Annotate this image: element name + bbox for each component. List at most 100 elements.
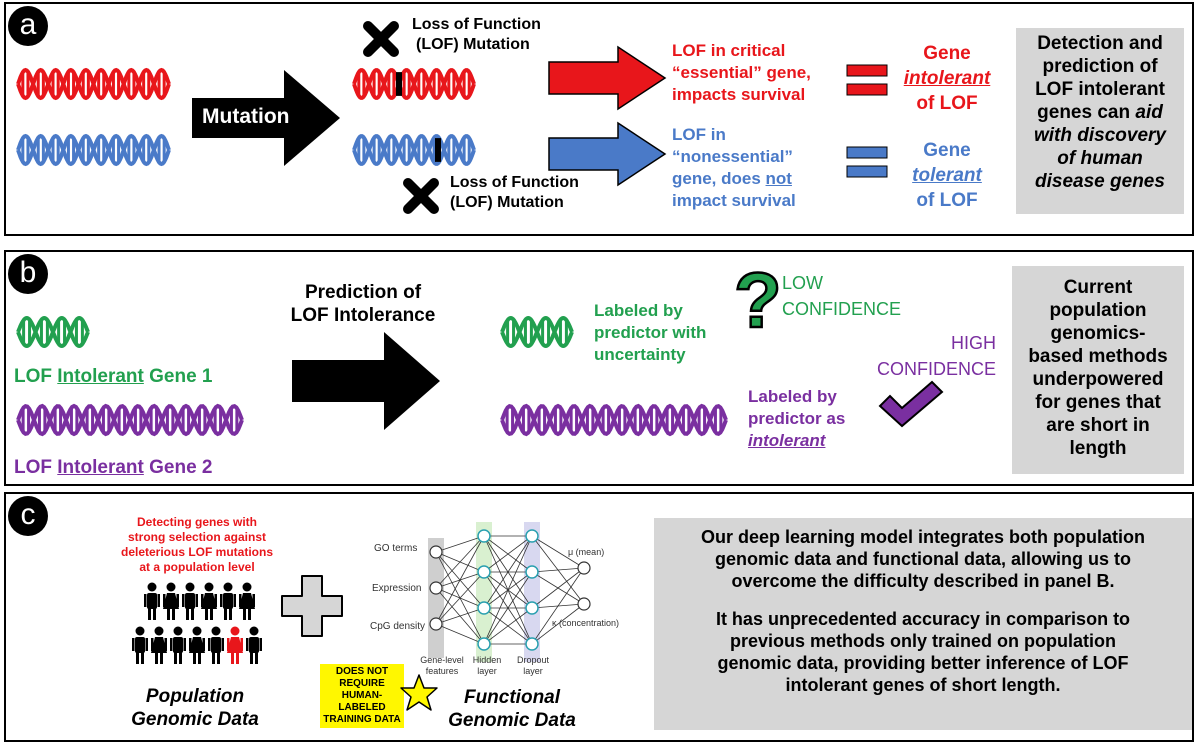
lof-mutation-top-line1: Loss of Function bbox=[412, 16, 541, 33]
prediction-arrow bbox=[292, 332, 440, 430]
functional-caption-line1: Functional bbox=[463, 687, 561, 708]
gene1-label-pre: LOF bbox=[14, 366, 58, 387]
red-result-intolerant: intolerant bbox=[903, 68, 991, 89]
summary-b-line2: population bbox=[1049, 300, 1147, 321]
person-icon bbox=[208, 626, 224, 664]
high-confidence-line2: CONFIDENCE bbox=[876, 359, 996, 379]
red-outcome-line2: “essential” gene, bbox=[672, 63, 811, 82]
green-label: Labeled by predictor with uncertainty bbox=[594, 300, 744, 366]
nn-dropout-layer-line1: Dropout bbox=[516, 655, 550, 665]
prediction-title: Prediction of LOF Intolerance bbox=[274, 281, 452, 327]
nn-input-layer-label: Gene-level features bbox=[412, 655, 472, 677]
summary-b-line1: Current bbox=[1063, 277, 1133, 298]
gene2-label: LOF Intolerant Gene 2 bbox=[14, 456, 274, 479]
person-icon bbox=[182, 582, 198, 620]
purple-label-line1: Labeled by bbox=[748, 387, 837, 406]
red-arrow bbox=[548, 45, 667, 111]
functional-caption: Functional Genomic Data bbox=[442, 686, 582, 732]
nn-dropout-layer-label: Dropout layer bbox=[510, 655, 556, 677]
purple-label-intolerant: intolerant bbox=[748, 431, 826, 450]
plus-icon bbox=[281, 575, 343, 637]
population-caption-line1: Population bbox=[145, 686, 245, 707]
person-icon bbox=[189, 626, 205, 664]
blue-result-tolerant: tolerant bbox=[912, 165, 982, 186]
callout-line5: TRAINING DATA bbox=[323, 714, 401, 725]
high-confidence-line1: HIGH bbox=[951, 333, 996, 353]
red-outcome-line1: LOF in critical bbox=[672, 41, 786, 60]
population-caption: Population Genomic Data bbox=[110, 685, 280, 731]
summary-c-p1-line3: overcome the difficulty described in pan… bbox=[731, 571, 1115, 591]
blue-outcome: LOF in “nonessential” gene, does not imp… bbox=[672, 124, 842, 212]
green-label-line3: uncertainty bbox=[594, 345, 686, 364]
summary-c-p2-line3: genomic data, providing better inference… bbox=[717, 653, 1129, 673]
detecting-text: Detecting genes with strong selection ag… bbox=[112, 515, 282, 575]
summary-b-line6: for genes that bbox=[1035, 392, 1161, 413]
blue-outcome-line4: impact survival bbox=[672, 191, 796, 210]
population-people-icon bbox=[132, 582, 262, 664]
blue-result-line1: Gene bbox=[923, 140, 971, 161]
nn-input-expression: Expression bbox=[372, 583, 422, 594]
gene1-label: LOF Intolerant Gene 1 bbox=[14, 365, 274, 388]
red-result: Gene intolerant of LOF bbox=[892, 41, 1002, 116]
panel-a: a Mutation Loss of Function (LOF) Mutati… bbox=[4, 2, 1194, 236]
person-icon bbox=[201, 582, 217, 620]
red-result-line3: of LOF bbox=[916, 93, 978, 114]
nn-output-mean: μ (mean) bbox=[568, 547, 605, 557]
summary-a-line7: disease genes bbox=[1035, 171, 1165, 192]
panel-c: c Detecting genes with strong selection … bbox=[4, 492, 1194, 742]
equals-blue-icon bbox=[846, 146, 888, 178]
summary-a-line3: LOF intolerant bbox=[1035, 79, 1165, 100]
summary-b-line5: underpowered bbox=[1032, 369, 1164, 390]
summary-a-line1: Detection and bbox=[1037, 33, 1163, 54]
person-icon bbox=[227, 626, 243, 664]
person-icon bbox=[144, 582, 160, 620]
gene2-label-post: Gene 2 bbox=[143, 457, 213, 478]
dna-blue-original bbox=[16, 133, 171, 167]
summary-b-line4: based methods bbox=[1028, 346, 1168, 367]
nn-input-go: GO terms bbox=[374, 543, 418, 554]
summary-a-aid: aid bbox=[1135, 102, 1163, 123]
dna-red-mutated bbox=[352, 68, 476, 100]
star-icon bbox=[400, 674, 438, 711]
nn-output-concentration: κ (concentration) bbox=[552, 618, 620, 628]
low-confidence: LOW CONFIDENCE bbox=[782, 270, 901, 322]
panel-b-badge: b bbox=[8, 254, 48, 294]
blue-result: Gene tolerant of LOF bbox=[892, 138, 1002, 213]
summary-a-line5: with discovery bbox=[1034, 125, 1166, 146]
lof-mutation-bottom-line2: (LOF) Mutation bbox=[450, 194, 564, 211]
gene2-label-intolerant: Intolerant bbox=[57, 457, 144, 478]
summary-c-p2-line4: intolerant genes of short length. bbox=[785, 675, 1061, 695]
callout-line4: LABELED bbox=[338, 702, 386, 713]
summary-a-line4-text: genes can bbox=[1037, 102, 1136, 123]
detecting-line3: deleterious LOF mutations bbox=[120, 545, 273, 559]
gene1-label-post: Gene 1 bbox=[143, 366, 213, 387]
equals-red-icon bbox=[846, 64, 888, 96]
detecting-line1: Detecting genes with bbox=[136, 515, 258, 529]
lof-mutation-top-line2: (LOF) Mutation bbox=[416, 36, 530, 53]
person-icon bbox=[151, 626, 167, 664]
dna-blue-mutated bbox=[352, 134, 476, 166]
population-caption-line2: Genomic Data bbox=[131, 709, 259, 730]
summary-a-line6: of human bbox=[1057, 148, 1143, 169]
x-mark-icon-bottom bbox=[403, 178, 439, 214]
red-outcome-line3: impacts survival bbox=[672, 85, 806, 104]
nn-hidden-layer-line1: Hidden bbox=[472, 655, 502, 665]
green-label-line1: Labeled by bbox=[594, 301, 683, 320]
blue-outcome-line3-text: gene, does bbox=[672, 169, 766, 188]
panel-b-summary: Current population genomics- based metho… bbox=[1012, 266, 1184, 474]
callout-line1: DOES NOT bbox=[335, 666, 389, 677]
purple-label: Labeled by predictor as intolerant bbox=[748, 386, 898, 452]
summary-b-line3: genomics- bbox=[1050, 323, 1146, 344]
dna-purple-predicted bbox=[500, 403, 728, 437]
blue-result-line3: of LOF bbox=[916, 190, 978, 211]
callout-line3: HUMAN- bbox=[341, 690, 383, 701]
dna-green-predicted bbox=[500, 315, 574, 349]
nn-hidden-layer-line2: layer bbox=[477, 666, 497, 676]
nn-input-cpg: CpG density bbox=[370, 621, 426, 632]
lof-mutation-bottom: Loss of Function (LOF) Mutation bbox=[450, 173, 620, 213]
nn-hidden-layer-label: Hidden layer bbox=[464, 655, 510, 677]
low-confidence-line2: CONFIDENCE bbox=[782, 299, 902, 319]
person-icon bbox=[239, 582, 255, 620]
nn-input-layer-line2: features bbox=[425, 666, 459, 676]
nn-input-layer-line1: Gene-level bbox=[420, 655, 464, 665]
